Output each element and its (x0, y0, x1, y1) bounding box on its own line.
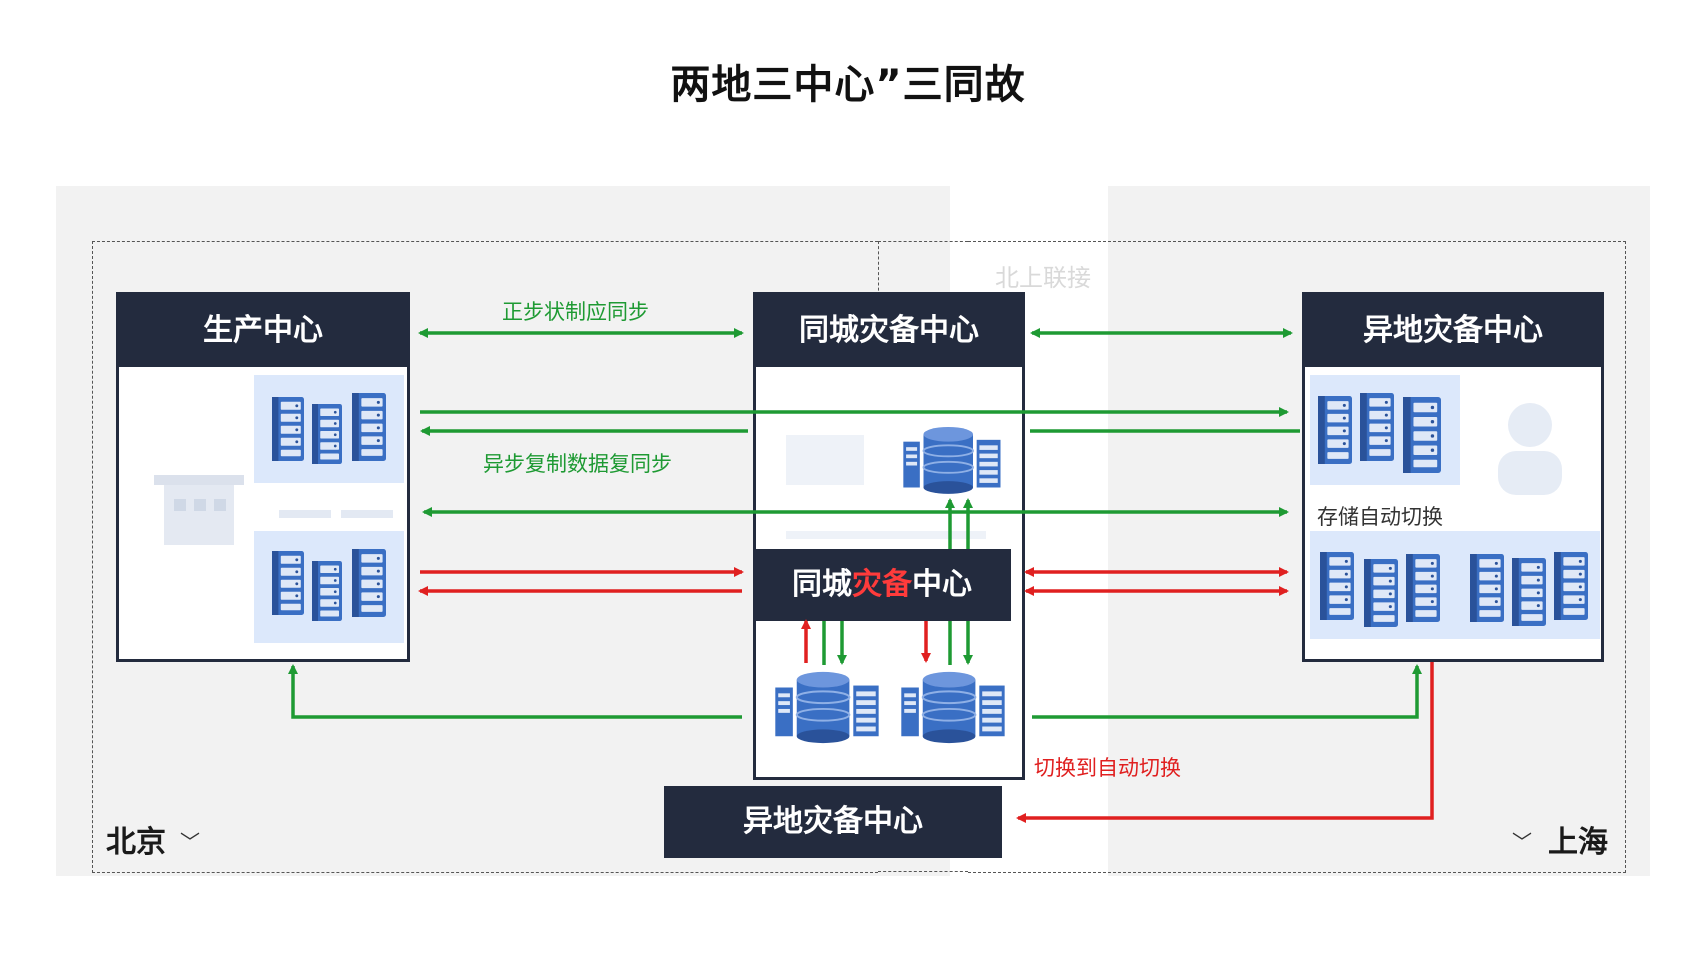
sync-label: 正步状制应同步 (502, 300, 649, 324)
location-shanghai: 上海 (1548, 825, 1608, 860)
chevron-down-icon: ﹀ (1512, 830, 1532, 854)
async-label: 异步复制数据复同步 (483, 452, 672, 476)
server-rack-icon (254, 531, 404, 643)
production-center-title: 生产中心 (119, 295, 407, 367)
storage-auto-switch-label: 存储自动切换 (1317, 505, 1443, 529)
faded-label: 北上联接 (995, 264, 1091, 292)
shanghai-dashed-boundary (968, 241, 1626, 873)
samecity-center-box: 同城灾备中心 (753, 292, 1025, 780)
server-rack-icon (1310, 531, 1600, 639)
building-icon (154, 475, 244, 545)
faded-bar (279, 510, 331, 518)
auto-switch-arrow (1016, 662, 1434, 823)
samecity-center-middle-label: 同城灾备中心 (753, 549, 1011, 621)
middle-label-part2: 灾备 (852, 567, 912, 602)
faded-block (786, 435, 864, 485)
remote-center-title: 异地灾备中心 (1305, 295, 1601, 367)
diagram-title: 两地三中心”三同故 (670, 62, 1026, 108)
production-center-box: 生产中心 (116, 292, 410, 662)
switch-label: 切换到自动切换 (1034, 756, 1181, 780)
region-divider (878, 241, 879, 301)
samecity-center-title: 同城灾备中心 (756, 295, 1022, 367)
boundary-bottom-gap (878, 871, 968, 872)
boundary-top-gap (878, 241, 968, 242)
chevron-down-icon: ﹀ (180, 830, 200, 854)
remote-center-box: 异地灾备中心 存储自动切换 (1302, 292, 1604, 662)
server-rack-icon (254, 375, 404, 483)
return-to-production-arrow (288, 664, 742, 719)
return-to-remote-arrow (1032, 664, 1422, 719)
middle-label-part1: 同城 (792, 567, 852, 602)
beijing-dashed-boundary (92, 241, 878, 873)
middle-label-part3: 中心 (912, 567, 972, 602)
location-beijing: 北京 (106, 825, 166, 860)
person-icon (1498, 403, 1562, 495)
faded-bar (786, 531, 986, 539)
bottom-remote-center-label: 异地灾备中心 (664, 786, 1002, 858)
server-rack-icon (1310, 375, 1460, 485)
faded-bar (341, 510, 393, 518)
